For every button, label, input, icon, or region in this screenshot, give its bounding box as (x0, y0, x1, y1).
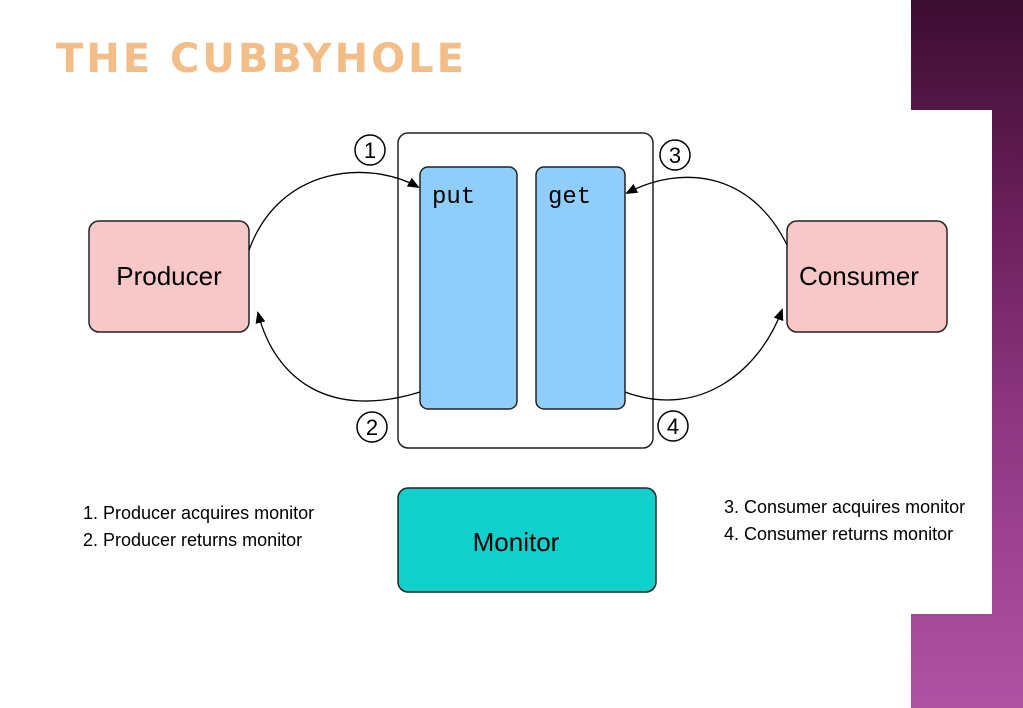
arrow-producer-to-put (248, 171, 420, 251)
arrow-put-to-producer (255, 311, 421, 402)
svg-text:3: 3 (669, 143, 681, 168)
legend-left-item-2: 2. Producer returns monitor (83, 530, 302, 550)
get-label: get (548, 184, 591, 211)
step-marker-1: 1 (354, 134, 386, 166)
monitor-label: Monitor (473, 527, 560, 557)
svg-text:4: 4 (667, 414, 679, 439)
step-marker-2: 2 (356, 411, 388, 443)
slide-title: THE CUBBYHOLE (56, 36, 467, 82)
consumer-label: Consumer (799, 261, 919, 291)
legend-right-item-4: 4. Consumer returns monitor (724, 524, 953, 544)
producer-label: Producer (116, 261, 222, 291)
get-method-box (535, 166, 626, 410)
consumer-box (786, 220, 948, 333)
legend-right-item-3: 3. Consumer acquires monitor (724, 497, 965, 517)
svg-text:1: 1 (364, 138, 376, 163)
producer-box (88, 220, 250, 333)
put-label: put (432, 184, 475, 211)
svg-text:2: 2 (366, 415, 378, 440)
step-marker-4: 4 (657, 410, 689, 442)
arrow-get-to-consumer (624, 308, 784, 401)
put-method-box (419, 166, 518, 410)
step-marker-3: 3 (659, 139, 691, 171)
monitor-box (397, 487, 657, 593)
arrow-consumer-to-get (625, 176, 788, 246)
legend-left-item-1: 1. Producer acquires monitor (83, 503, 314, 523)
